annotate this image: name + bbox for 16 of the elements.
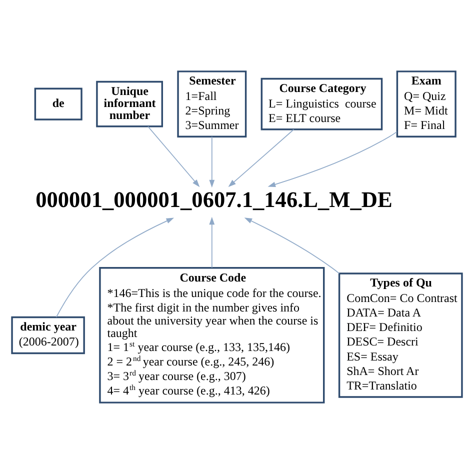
node-box: Course Code *146=This is the unique code for the course. *The first digit in the number gives info about the university year when the course is taught 1= 1$^{st}$ year course (e.g., 133, 135,146) 2 = 2$^{nd}$ year course (e.g., 245, 246) 3= 3$^{rd}$ year course (e.g., 307) 4= 4$^{th}$ year course (e.g., 413, 426)	[99, 267, 325, 404]
arrow	[244, 218, 340, 274]
node-box: Exam Q= Quiz M= Midt F= Final	[396, 70, 456, 138]
arrow	[209, 136, 215, 188]
arrow	[268, 131, 398, 188]
node-text: 000001_000001_0607.1_146.L_M_DE	[36, 186, 392, 212]
node-box: de	[34, 88, 82, 120]
arrow	[148, 126, 200, 188]
node-box: Course Category L= Linguistics course E= ELT course	[260, 78, 383, 130]
node-box: Unique informant number	[96, 80, 163, 128]
arrow	[209, 216, 215, 268]
node-box: Types of Qu ComCon= Co Contrast DATA= Data A DEF= Definitio DESC= Descri ES= Essay ShA= Short Ar TR=Translatio	[338, 272, 463, 398]
arrow	[228, 129, 294, 188]
node-box: Semester 1=Fall 2=Spring 3=Summer	[177, 70, 247, 138]
node-box: demic year (2006-2007)	[11, 316, 85, 354]
arrow	[56, 218, 174, 318]
